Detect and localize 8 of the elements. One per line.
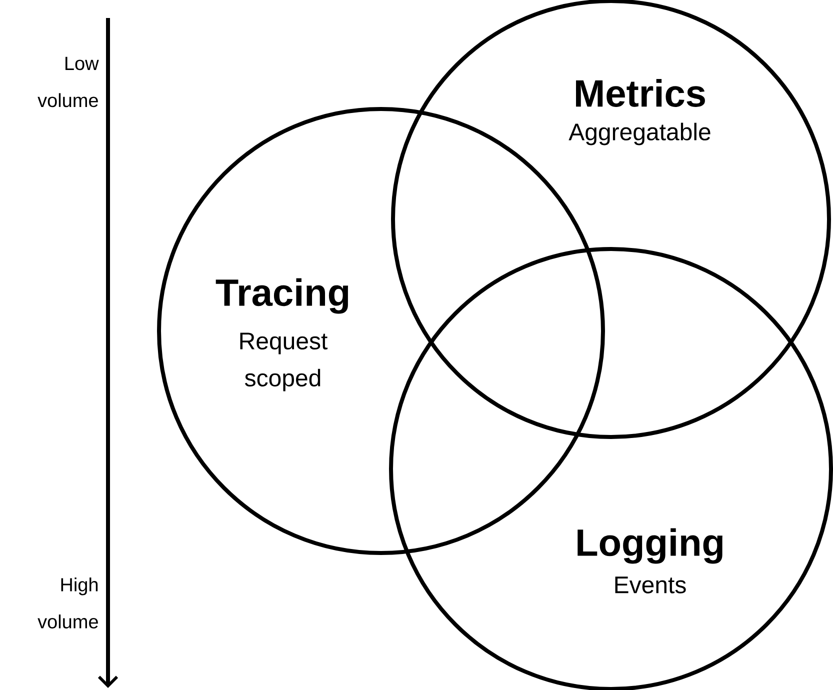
circle-subtitle: Aggregatable <box>568 122 710 146</box>
axis-label: Low volume <box>38 56 99 108</box>
circle-subtitle: Events <box>615 576 686 594</box>
axis-label: High volume <box>38 578 98 628</box>
circle-title: Metrics <box>576 79 705 107</box>
circle-title: Logging <box>578 528 722 564</box>
circle-title: Tracing <box>216 278 348 314</box>
circle-subtitle: Request scoped <box>240 332 328 392</box>
